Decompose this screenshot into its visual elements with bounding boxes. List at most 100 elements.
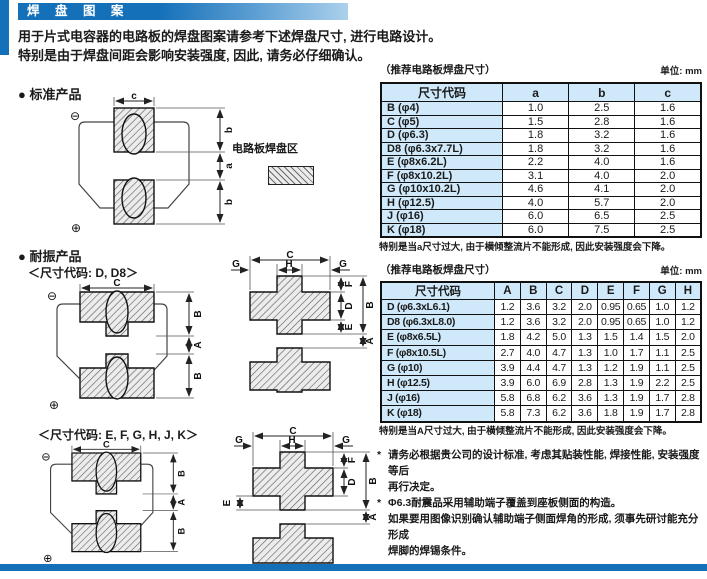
value-cell: 3.2: [545, 314, 573, 331]
value-cell: 1.9: [623, 405, 650, 423]
dim-label-E: E: [222, 499, 233, 506]
dim-label-D: D: [344, 302, 355, 309]
value-cell: 2.0: [674, 329, 702, 346]
value-cell: 1.3: [571, 344, 599, 361]
table2-note: 特别是当A尺寸过大, 由于横倾整流片不能形成, 因此安装强度会下降。: [379, 426, 672, 437]
value-cell: 2.0: [634, 182, 702, 197]
value-cell: 4.4: [519, 359, 547, 377]
dim-label-a: a: [224, 163, 235, 169]
pad-area-legend-label: 电路板焊盘区: [232, 143, 298, 155]
dim-label-B: B: [365, 301, 376, 308]
value-cell: 2.5: [634, 209, 702, 224]
dim-label-B2: B: [193, 372, 204, 379]
value-cell: 3.9: [494, 359, 521, 377]
dim-label-F: F: [347, 457, 358, 463]
dim-label-G: G: [232, 259, 240, 270]
size-code-cell: J (φ16): [380, 209, 503, 224]
dim-label-b: b: [224, 127, 235, 133]
value-cell: 0.95: [597, 298, 625, 316]
intro-line-2: 特别是由于焊盘间距会影响安装强度, 因此, 请务必仔细确认。: [18, 48, 371, 63]
value-cell: 1.9: [623, 390, 650, 407]
pad-area-hatch-swatch: [268, 166, 314, 185]
size-code-cell: K (φ18): [380, 405, 495, 423]
column-header: 尺寸代码: [380, 82, 503, 102]
dimension-FD: F D: [306, 451, 370, 511]
size-code-cell: G (φ10): [380, 359, 495, 377]
dimension-E-left: E: [222, 495, 279, 511]
value-cell: 0.95: [597, 314, 625, 331]
dim-label-E: E: [344, 323, 355, 330]
value-cell: 6.0: [501, 222, 570, 238]
value-cell: 6.9: [545, 375, 573, 392]
dim-label-C: C: [286, 250, 293, 261]
value-cell: 1.6: [634, 141, 702, 156]
table2-caption: （推荐电路板焊盘尺寸）: [380, 264, 496, 276]
efghjk-capacitor-pad-diagram: C B A B ⊖ ⊕: [41, 439, 186, 565]
value-cell: 1.6: [634, 128, 702, 143]
value-cell: 0.65: [623, 314, 650, 331]
column-header: 尺寸代码: [380, 281, 495, 300]
dim-label-D: D: [347, 478, 358, 485]
value-cell: 2.5: [634, 222, 702, 238]
intro-text: 用于片式电容器的电路板的焊盘图案请参考下述焊盘尺寸, 进行电路设计。 特别是由于…: [18, 27, 441, 65]
dim-label-b2: b: [224, 199, 235, 205]
dim-label-c: c: [131, 91, 137, 102]
value-cell: 1.5: [648, 329, 676, 346]
dim-label-A: A: [193, 341, 204, 348]
terminal-top: [121, 113, 147, 155]
size-code-cell: D (φ6.3): [380, 128, 503, 143]
value-cell: 7.5: [568, 222, 636, 238]
table2-unit: 单位: mm: [660, 266, 702, 277]
value-cell: 1.6: [634, 101, 702, 116]
value-cell: 7.3: [519, 405, 547, 423]
column-header: A: [494, 281, 521, 300]
dimension-C: C: [249, 250, 331, 290]
dimension-BAB: B A B: [156, 291, 204, 399]
column-header: B: [519, 281, 547, 300]
value-cell: 2.2: [648, 375, 676, 392]
value-cell: 3.2: [568, 128, 636, 143]
dim-label-F: F: [344, 281, 355, 287]
value-cell: 6.0: [501, 209, 570, 224]
dimension-BA: B A: [303, 277, 376, 349]
value-cell: 4.6: [501, 182, 570, 197]
value-cell: 6.8: [519, 390, 547, 407]
table1-caption: （推荐电路板焊盘尺寸）: [380, 64, 496, 76]
terminal-bottom: [95, 512, 118, 554]
value-cell: 4.7: [545, 359, 573, 377]
value-cell: 2.0: [634, 195, 702, 210]
dimension-c: c: [113, 91, 155, 106]
plus-polarity-icon: ⊕: [43, 553, 52, 565]
value-cell: 1.7: [648, 390, 676, 407]
dim-label-B2: B: [176, 527, 186, 534]
terminal-bottom: [121, 177, 147, 219]
value-cell: 1.9: [623, 375, 650, 392]
value-cell: 2.5: [674, 375, 702, 392]
dim-label-A: A: [176, 499, 186, 506]
dim-label-G: G: [235, 435, 243, 446]
value-cell: 1.7: [648, 405, 676, 423]
value-cell: 1.8: [501, 128, 570, 143]
plus-polarity-icon: ⊕: [49, 398, 59, 412]
standard-pad-diagram: c b a b ⊖ ⊕: [70, 91, 235, 235]
dim-label-A: A: [365, 337, 376, 344]
size-code-dd8-label: ＜尺寸代码: D, D8＞: [28, 266, 139, 280]
size-code-cell: G (φ10x10.2L): [380, 182, 503, 197]
value-cell: 4.0: [568, 155, 636, 170]
value-cell: 1.6: [634, 114, 702, 129]
value-cell: 2.8: [571, 375, 599, 392]
value-cell: 2.2: [501, 155, 570, 170]
footnote-1-line-1: 请务必根据贵公司的设计标准, 考虑其贴装性能, 焊接性能, 安装强度等后: [388, 449, 700, 477]
dimension-FDE: F D E: [303, 275, 367, 335]
value-cell: 2.8: [674, 390, 702, 407]
page-title: 焊 盘 图 案: [27, 4, 130, 18]
